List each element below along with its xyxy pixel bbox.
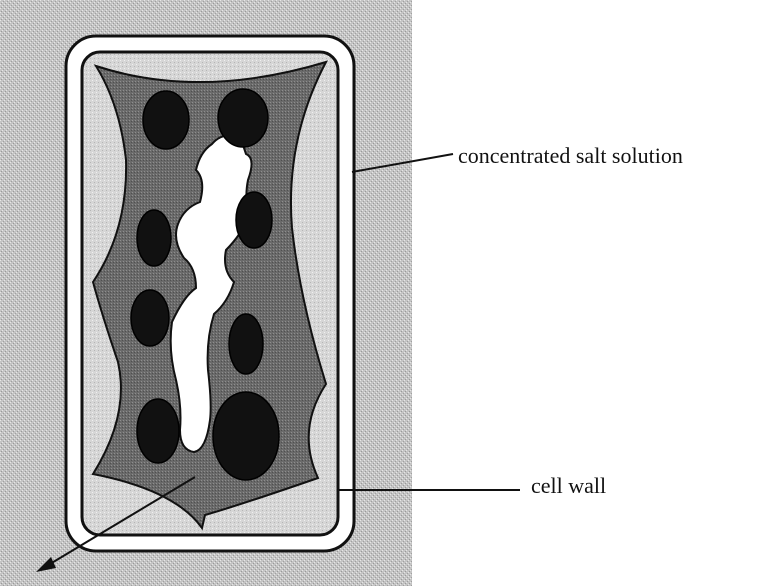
chloroplast [218, 89, 268, 147]
label-concentrated-salt-solution: concentrated salt solution [458, 145, 683, 167]
chloroplast [131, 290, 169, 346]
chloroplast [143, 91, 189, 149]
chloroplast [213, 392, 279, 480]
chloroplast [137, 399, 179, 463]
chloroplast [236, 192, 272, 248]
chloroplast [137, 210, 171, 266]
chloroplast [229, 314, 263, 374]
label-cell-wall: cell wall [531, 475, 606, 497]
